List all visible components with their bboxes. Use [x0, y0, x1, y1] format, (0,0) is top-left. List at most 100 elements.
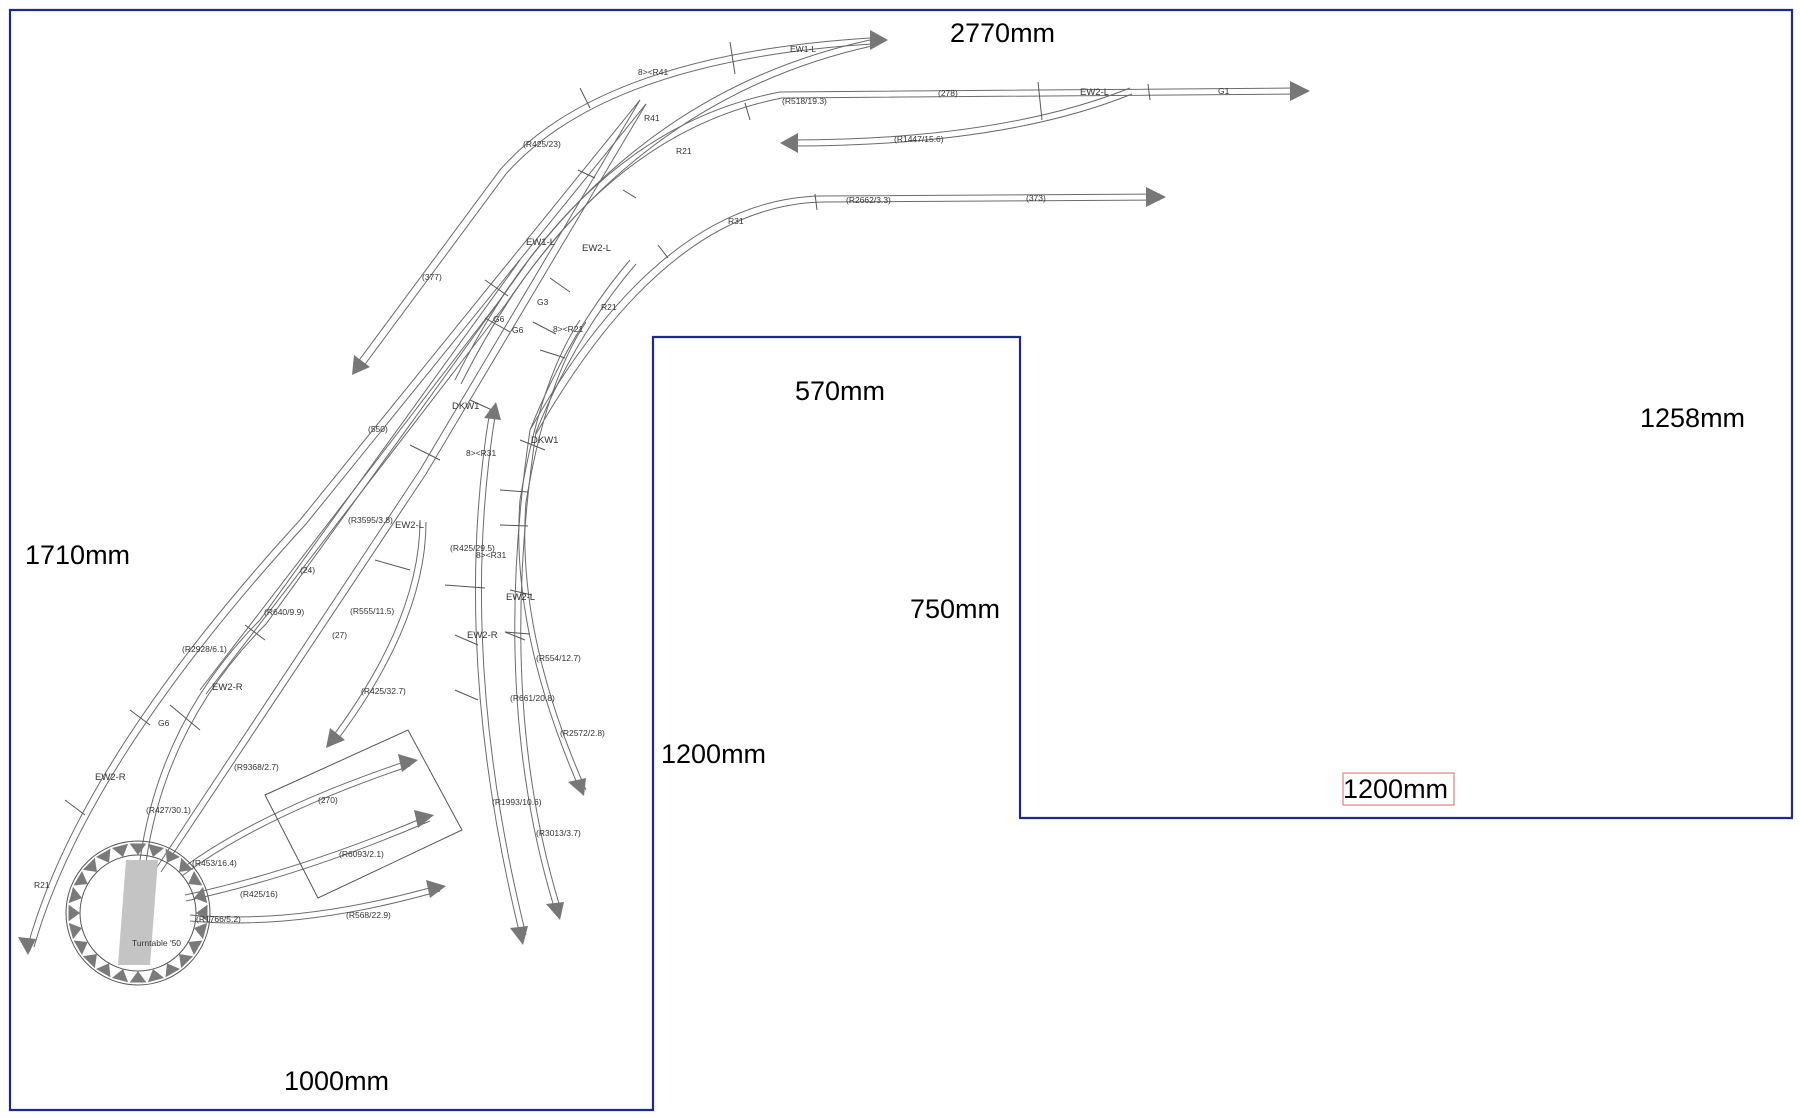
label-270: (270) [318, 795, 338, 805]
track-spur-mid [184, 814, 431, 896]
label-r518: (R518/19.3) [782, 96, 827, 106]
dim-top-width: 2770mm [950, 18, 1055, 48]
label-r21-a: R21 [676, 146, 692, 156]
label-ew2-r-left: EW2-R [212, 682, 243, 693]
label-278: (278) [938, 88, 958, 98]
label-dkw1-b: DKW1 [531, 435, 558, 446]
label-8-r31-b: 8><R31 [476, 550, 507, 560]
turntable-tooth [73, 871, 88, 886]
label-r453: (R453/16.4) [192, 858, 237, 868]
track-joints [64, 41, 1151, 816]
arrow-377-end [352, 355, 370, 375]
track-r518-g1 [454, 87, 1301, 381]
label-r41: R41 [644, 113, 660, 123]
label-ew2-l-mid: EW2-L [582, 243, 611, 254]
track-right-a [474, 409, 521, 936]
label-r554: (R554/12.7) [536, 653, 581, 663]
turntable: Turntable '50 [65, 840, 211, 986]
label-550: (550) [368, 424, 388, 434]
turntable-tooth [188, 871, 203, 886]
turntable-tooth [194, 886, 208, 904]
track-labels: EW1-L 8><R41 R41 (R425/23) (377) (R518/1… [34, 44, 1230, 924]
label-r425-29: (R425/29.5) [450, 543, 495, 553]
label-dkw1-a: DKW1 [452, 401, 479, 412]
label-g6-c: G6 [158, 718, 170, 728]
turntable-tooth [68, 904, 80, 922]
track-spur-upper [179, 759, 411, 871]
turntable-tooth [147, 969, 165, 983]
turntable-tooth [96, 848, 111, 863]
label-ew2-l-top: EW2-L [1080, 87, 1109, 98]
track-end-arrows [18, 30, 1310, 955]
dim-inner-left-height: 1200mm [661, 739, 766, 769]
turntable-tooth [73, 940, 88, 955]
dim-right-height: 1258mm [1640, 403, 1745, 433]
label-r425-16: (R425/16) [240, 889, 278, 899]
label-r555: (R555/11.5) [350, 606, 394, 616]
turntable-tooth [111, 843, 129, 857]
turntable-tracks [68, 843, 208, 983]
label-r21-c: R21 [34, 880, 50, 890]
label-ew2-l-right: EW2-L [506, 592, 535, 603]
label-r2662: (R2662/3.3) [846, 195, 891, 205]
turntable-outer-ring [65, 840, 211, 986]
track-r1447 [789, 87, 1131, 141]
dim-inner-width: 570mm [795, 376, 885, 406]
label-g6-b: G6 [512, 325, 524, 335]
label-ew1-l-mid: EW1-L [526, 237, 555, 248]
track-top-upper [356, 37, 871, 364]
label-r1447: (R1447/15.6) [894, 134, 944, 144]
turntable-bridge [118, 860, 158, 965]
turntable-tooth [111, 969, 129, 983]
label-8-r21: 8><R21 [553, 324, 584, 334]
label-r568: (R568/22.9) [346, 910, 391, 920]
label-r1993: (R1993/10.6) [492, 797, 542, 807]
dim-bottom-width: 1000mm [284, 1066, 389, 1096]
turntable-tooth [82, 954, 97, 969]
track-right-c [518, 319, 581, 791]
turntable-label: Turntable '50 [132, 938, 181, 948]
turntable-tooth [147, 843, 165, 857]
arrow-r21-left-end [18, 937, 36, 955]
label-24: (24) [300, 565, 315, 575]
arrow-g1-end [1290, 81, 1310, 101]
label-r661: (R661/20.8) [510, 693, 555, 703]
label-r3013: (R3013/3.7) [536, 828, 581, 838]
label-r2572: (R2572/2.8) [560, 728, 605, 738]
track-spur-low [189, 884, 441, 918]
label-377: (377) [422, 272, 442, 282]
turntable-tooth [82, 857, 97, 872]
track-r31-r2662 [529, 193, 1161, 431]
label-373: (373) [1026, 193, 1046, 203]
turntable-tooth [194, 922, 208, 940]
label-8-r31-a: 8><R31 [466, 448, 497, 458]
label-ew1-l-top: EW1-L [790, 44, 816, 54]
arrow-spur-upper-end [398, 754, 418, 772]
label-27: (27) [332, 630, 347, 640]
arrow-r2572-end [568, 778, 586, 796]
track-right-b [514, 259, 631, 911]
label-r1766: (R1766/5.2) [196, 914, 241, 924]
arrow-r425-32-end [326, 728, 345, 748]
arrow-spur-mid-end [414, 810, 434, 828]
dim-left-height: 1710mm [25, 540, 130, 570]
turntable-tooth [129, 971, 147, 983]
label-r2928: (R2928/6.1) [182, 644, 227, 654]
arrow-r2662-end [1146, 187, 1166, 207]
turntable-tooth [165, 848, 180, 863]
label-r425-32: (R425/32.7) [361, 686, 406, 696]
track-r425-32 [329, 519, 421, 741]
baseboard-outline [8, 8, 1794, 1112]
turntable-tooth [96, 963, 111, 978]
label-ew2-r-low: EW2-R [95, 772, 126, 783]
track-network [27, 37, 1301, 948]
label-ew2-l-low: EW2-L [395, 520, 424, 531]
track-r9368 [154, 99, 641, 871]
arrow-dkw1-up [484, 402, 501, 420]
label-r425-23: (R425/23) [523, 139, 561, 149]
label-r640: (R640/9.9) [264, 607, 304, 617]
arrow-top-right [870, 30, 888, 50]
arrow-spur-low-end [426, 880, 446, 898]
dim-inner-depth: 750mm [910, 594, 1000, 624]
track-r427 [139, 259, 521, 861]
